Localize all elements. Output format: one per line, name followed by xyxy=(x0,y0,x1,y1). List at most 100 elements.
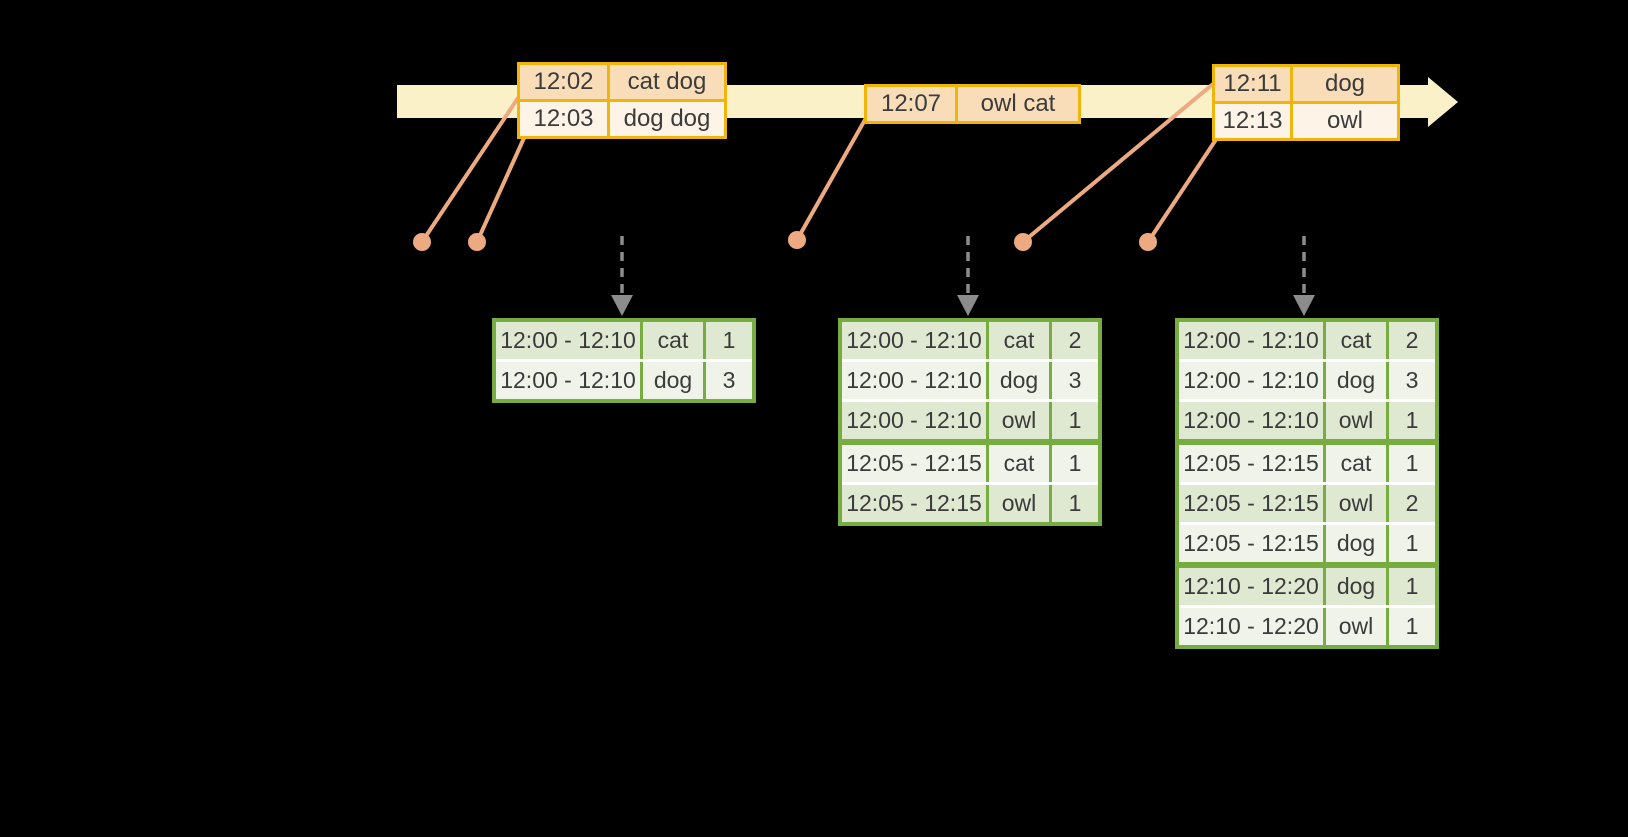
count-cell: 1 xyxy=(1052,485,1098,522)
window-cell: 12:10 - 12:20 xyxy=(1179,568,1323,605)
word-cell: cat xyxy=(1326,322,1386,359)
window-cell: 12:00 - 12:10 xyxy=(496,362,640,399)
word-cell: cat xyxy=(643,322,703,359)
word-cell: dog xyxy=(643,362,703,399)
event-dot xyxy=(1014,233,1032,251)
word-cell: dog xyxy=(1326,568,1386,605)
window-cell: 12:00 - 12:10 xyxy=(1179,362,1323,399)
word-cell: cat xyxy=(989,445,1049,482)
word-cell: owl xyxy=(1326,608,1386,645)
count-cell: 1 xyxy=(1389,445,1435,482)
trigger-arrowhead-icon xyxy=(611,295,633,316)
count-cell: 2 xyxy=(1389,485,1435,522)
count-cell: 1 xyxy=(1389,525,1435,562)
window-cell: 12:05 - 12:15 xyxy=(842,445,986,482)
window-cell: 12:00 - 12:10 xyxy=(842,322,986,359)
count-cell: 3 xyxy=(1389,362,1435,399)
word-cell: owl xyxy=(1326,402,1386,439)
count-cell: 3 xyxy=(1052,362,1098,399)
window-cell: 12:05 - 12:15 xyxy=(842,485,986,522)
event-time-cell: 12:11 xyxy=(1215,67,1290,101)
event-dot xyxy=(1139,233,1157,251)
word-cell: owl xyxy=(1326,485,1386,522)
event-time-cell: 12:07 xyxy=(867,87,955,121)
event-words-cell: dog xyxy=(1293,67,1397,101)
event-time-cell: 12:02 xyxy=(520,65,607,99)
event-time-cell: 12:13 xyxy=(1215,104,1290,138)
trigger-arrowhead-icon xyxy=(957,295,979,316)
count-cell: 3 xyxy=(706,362,752,399)
count-cell: 2 xyxy=(1389,322,1435,359)
count-cell: 1 xyxy=(1389,402,1435,439)
window-cell: 12:00 - 12:10 xyxy=(842,362,986,399)
event-dot xyxy=(468,233,486,251)
event-dot xyxy=(413,233,431,251)
word-cell: cat xyxy=(1326,445,1386,482)
count-cell: 1 xyxy=(1052,402,1098,439)
window-cell: 12:05 - 12:15 xyxy=(1179,485,1323,522)
event-words-cell: cat dog xyxy=(610,65,724,99)
word-cell: owl xyxy=(989,485,1049,522)
event-words-cell: dog dog xyxy=(610,102,724,136)
word-cell: dog xyxy=(1326,525,1386,562)
connector-line xyxy=(795,116,868,242)
count-cell: 1 xyxy=(706,322,752,359)
connector-line xyxy=(475,136,526,244)
count-cell: 2 xyxy=(1052,322,1098,359)
count-cell: 1 xyxy=(1052,445,1098,482)
window-cell: 12:00 - 12:10 xyxy=(842,402,986,439)
window-cell: 12:05 - 12:15 xyxy=(1179,525,1323,562)
event-words-cell: owl xyxy=(1293,104,1397,138)
event-dot xyxy=(788,231,806,249)
word-cell: owl xyxy=(989,402,1049,439)
window-cell: 12:00 - 12:10 xyxy=(1179,322,1323,359)
axis-arrowhead-icon xyxy=(1428,77,1458,127)
count-cell: 1 xyxy=(1389,608,1435,645)
word-cell: cat xyxy=(989,322,1049,359)
window-cell: 12:10 - 12:20 xyxy=(1179,608,1323,645)
connector-line xyxy=(1146,136,1219,244)
window-cell: 12:05 - 12:15 xyxy=(1179,445,1323,482)
word-cell: dog xyxy=(989,362,1049,399)
window-cell: 12:00 - 12:10 xyxy=(496,322,640,359)
count-cell: 1 xyxy=(1389,568,1435,605)
trigger-arrowhead-icon xyxy=(1293,295,1315,316)
connector-line xyxy=(420,93,522,244)
window-cell: 12:00 - 12:10 xyxy=(1179,402,1323,439)
connector-line xyxy=(1021,82,1215,244)
event-words-cell: owl cat xyxy=(958,87,1078,121)
